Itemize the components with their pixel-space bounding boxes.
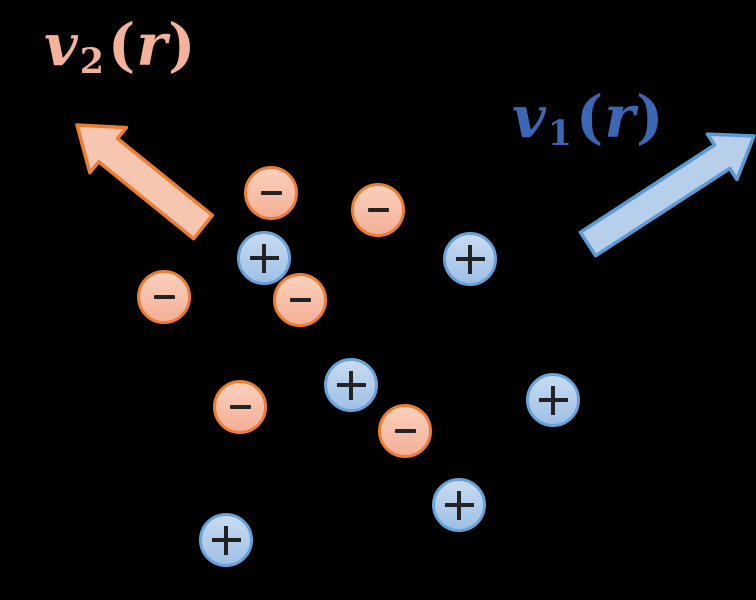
label-v1: v1(r) [512, 88, 664, 151]
particle-negative [273, 273, 327, 327]
v1-symbol: v [512, 83, 547, 151]
particle-positive [443, 232, 497, 286]
label-v2: v2(r) [44, 16, 196, 79]
v2-close-paren: ) [167, 11, 197, 79]
v2-argument: r [136, 11, 168, 79]
v2-open-paren: ( [107, 11, 137, 79]
v1-subscript: 1 [547, 113, 573, 155]
v2-symbol: v [44, 11, 79, 79]
particle-negative [213, 380, 267, 434]
particle-positive [324, 358, 378, 412]
particle-positive [432, 478, 486, 532]
particle-negative [244, 166, 298, 220]
particle-negative [137, 270, 191, 324]
particle-positive [199, 513, 253, 567]
particle-negative [378, 404, 432, 458]
particle-negative [351, 183, 405, 237]
v1-open-paren: ( [575, 83, 605, 151]
v2-subscript: 2 [79, 41, 105, 83]
particle-positive [237, 231, 291, 285]
velocity-arrow-v2 [75, 123, 215, 241]
v1-close-paren: ) [635, 83, 665, 151]
particle-positive [526, 373, 580, 427]
v1-argument: r [604, 83, 636, 151]
velocity-arrow-v1 [578, 132, 756, 258]
